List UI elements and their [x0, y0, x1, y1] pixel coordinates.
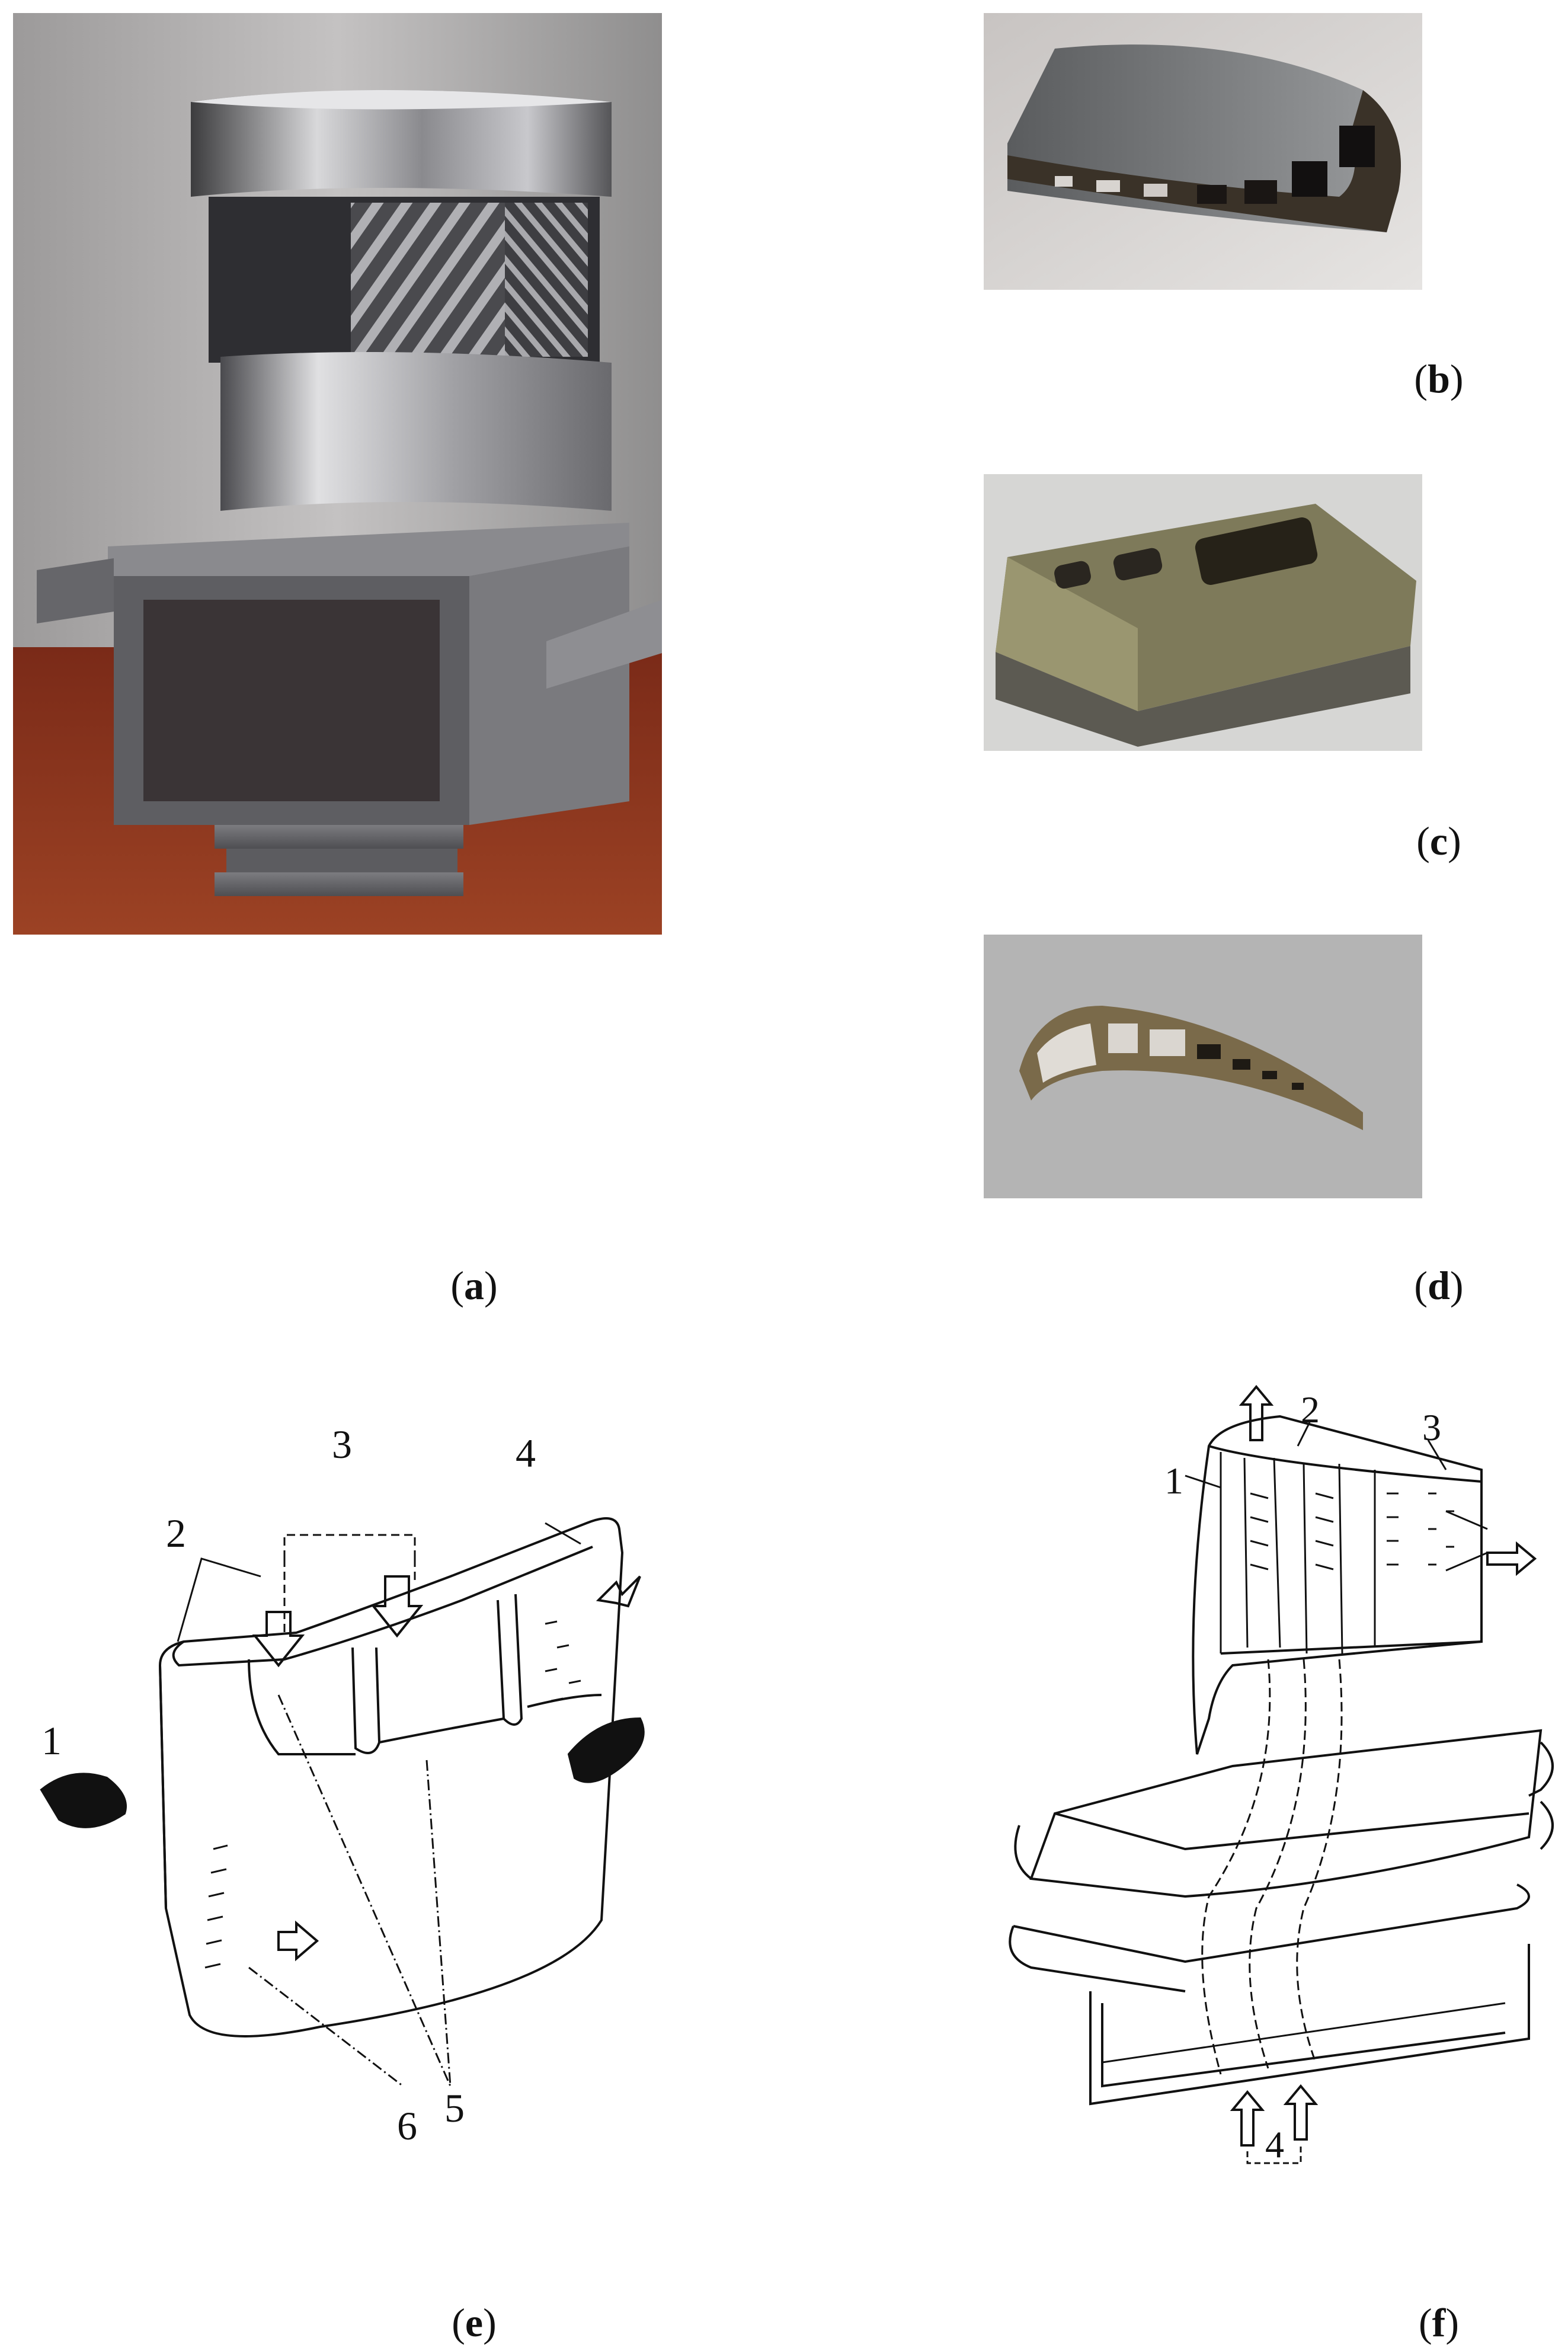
label-f-3: 3 — [1422, 1406, 1441, 1448]
label-f-4: 4 — [1265, 2123, 1284, 2166]
label-e-6: 6 — [397, 2103, 417, 2148]
caption-a: (a) — [450, 1263, 498, 1308]
label-e-3: 3 — [332, 1422, 352, 1467]
caption-f: (f) — [1419, 2300, 1459, 2345]
photo-a-turbine-blade — [13, 13, 662, 935]
diagram-f-blade-root-cooling: 1 2 3 4 — [996, 1375, 1564, 2205]
label-f-1: 1 — [1164, 1460, 1183, 1502]
caption-d: (d) — [1414, 1263, 1464, 1308]
photo-d-cross-section — [984, 935, 1422, 1198]
label-e-4: 4 — [516, 1431, 536, 1476]
caption-e: (e) — [452, 2300, 497, 2345]
label-e-2: 2 — [166, 1511, 186, 1556]
photo-c-block — [984, 474, 1422, 751]
caption-c: (c) — [1416, 818, 1461, 863]
label-e-5: 5 — [444, 2085, 465, 2131]
label-f-2: 2 — [1301, 1389, 1320, 1431]
caption-b: (b) — [1414, 356, 1464, 401]
photo-b-blade-section — [984, 13, 1422, 290]
label-e-1: 1 — [41, 1718, 62, 1763]
diagram-e-blade-cooling: 1 2 3 4 5 6 — [24, 1387, 723, 2157]
